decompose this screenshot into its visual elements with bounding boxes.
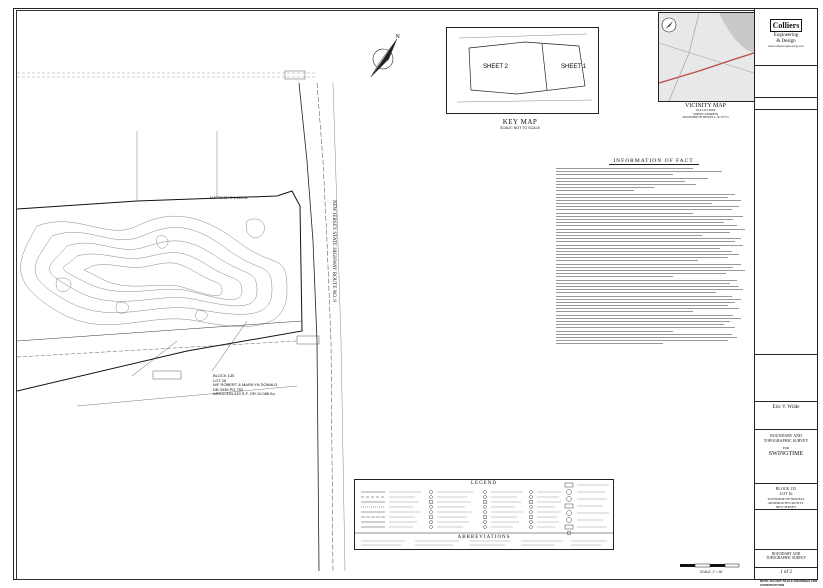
keymap-scale: SCALE: NOT TO SCALE bbox=[500, 126, 540, 130]
legend-symbols bbox=[564, 482, 609, 536]
project-title: BOUNDARY AND TOPOGRAPHIC SURVEY FOR SWIN… bbox=[757, 433, 815, 457]
information-of-fact: INFORMATION OF FACT bbox=[556, 158, 751, 347]
colliers-logo: Colliers bbox=[769, 19, 803, 32]
sheet-number: 1 of 2 bbox=[780, 570, 792, 575]
north-label: N bbox=[396, 34, 400, 40]
info-title: INFORMATION OF FACT bbox=[608, 158, 699, 165]
firm-logo: Colliers Engineering & Design www.collie… bbox=[767, 19, 805, 48]
highway-label: NEW JERSEY STATE HIGHWAY ROUTE NO. 9 bbox=[331, 200, 336, 302]
scale-bar bbox=[680, 563, 740, 568]
keymap-sheet2: SHEET 2 bbox=[483, 64, 509, 70]
survey-plan bbox=[17, 38, 398, 572]
footer-note: NOTE: DO NOT SCALE DRAWINGS FOR CONSTRUC… bbox=[760, 579, 818, 587]
footer-title: BOUNDARY AND TOPOGRAPHIC SURVEY bbox=[765, 552, 807, 560]
keymap-title: KEY MAP bbox=[502, 118, 538, 126]
info-lines bbox=[556, 168, 751, 345]
legend-box: LEGEND bbox=[354, 479, 614, 550]
legend-title: LEGEND bbox=[471, 481, 497, 486]
vicinity-caption: VICINITY MAP TAX LOT MAP STREET ADDRESS … bbox=[658, 103, 753, 120]
abbreviations-title: ABBREVIATIONS bbox=[457, 535, 511, 540]
key-map: SHEET 2 SHEET 1 bbox=[446, 27, 599, 114]
surveyor-block: Eric V. Wilde bbox=[757, 405, 815, 410]
title-block: Colliers Engineering & Design www.collie… bbox=[754, 8, 818, 580]
block-lot-callout: BLOCK 135 LOT 16 N/F ROBERT & MARILYN DO… bbox=[213, 373, 278, 397]
scale-label: SCALE: 1" = 40' bbox=[700, 570, 723, 574]
vicinity-title: VICINITY MAP bbox=[685, 103, 726, 109]
surveyor-name: Eric V. Wilde bbox=[772, 405, 800, 410]
location-block: BLOCK 135 LOT 16 TOWNSHIP OF HOWELL MONM… bbox=[767, 486, 805, 509]
client-name: SWINGTIME bbox=[768, 451, 804, 457]
keymap-sheet1: SHEET 1 bbox=[561, 64, 587, 70]
keymap-caption: KEY MAP SCALE: NOT TO SCALE bbox=[470, 118, 570, 130]
vicinity-map bbox=[658, 12, 755, 102]
boundary-bearing: N 57°01'21" E 1,445.08' bbox=[210, 196, 249, 200]
